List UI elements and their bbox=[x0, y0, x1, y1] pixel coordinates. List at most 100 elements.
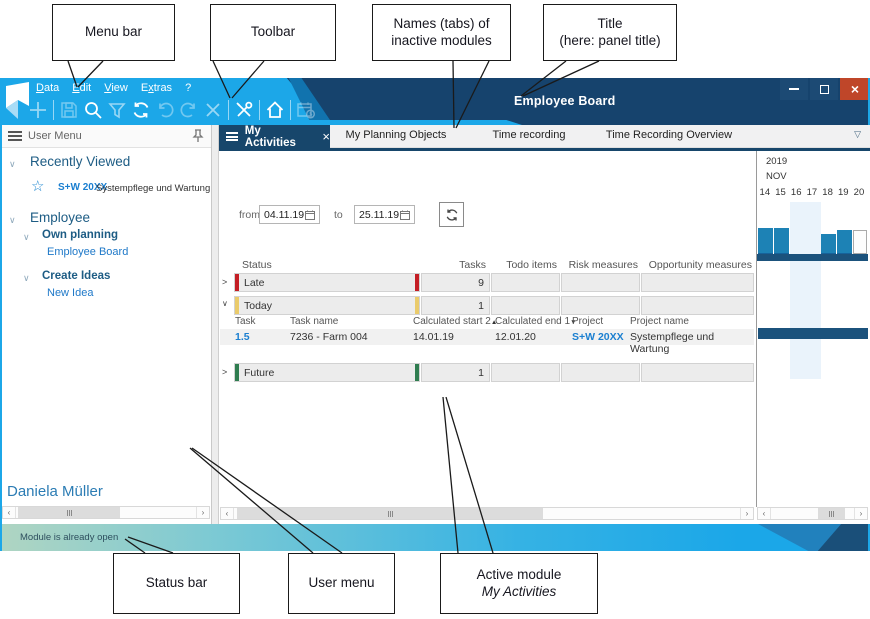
hamburger-icon[interactable] bbox=[8, 131, 22, 141]
tab-my-activities[interactable]: My Activities × bbox=[219, 125, 330, 149]
tab-time-recording-overview[interactable]: Time Recording Overview bbox=[605, 129, 733, 141]
from-date-value: 04.11.19 bbox=[264, 208, 305, 221]
tab-my-planning-objects[interactable]: My Planning Objects bbox=[345, 129, 447, 141]
recent-item-code[interactable]: S+W 20XX bbox=[58, 182, 108, 193]
refresh-button[interactable] bbox=[439, 202, 464, 227]
subcolumn-calculated-start[interactable]: Calculated start 2▲ bbox=[413, 316, 498, 327]
column-header-opportunity-measures[interactable]: Opportunity measures bbox=[648, 259, 752, 271]
to-date-value: 25.11.19 bbox=[359, 208, 400, 221]
scrollbar-thumb[interactable] bbox=[18, 507, 120, 518]
menu-item-view[interactable]: View bbox=[104, 81, 128, 94]
calendar-icon[interactable] bbox=[305, 210, 315, 220]
subcolumn-task-name[interactable]: Task name bbox=[290, 316, 339, 327]
home-icon[interactable] bbox=[263, 97, 287, 123]
calculated-start: 14.01.19 bbox=[413, 331, 454, 343]
status-color-bar bbox=[415, 364, 419, 381]
capacity-bar bbox=[758, 228, 773, 254]
expand-icon[interactable]: > bbox=[222, 277, 228, 287]
close-icon: × bbox=[850, 81, 860, 97]
expand-icon[interactable]: > bbox=[222, 367, 228, 377]
sort-asc-icon: ▲ bbox=[490, 319, 498, 326]
callout-inactive-tabs: Names (tabs) of inactive modules bbox=[372, 4, 511, 61]
close-tab-icon[interactable]: × bbox=[322, 129, 330, 144]
refresh-icon[interactable] bbox=[129, 97, 153, 123]
project-name: Systempflege und Wartung bbox=[630, 331, 715, 355]
sidebar-link-new-idea[interactable]: New Idea bbox=[47, 287, 94, 299]
chevron-down-icon[interactable]: ∨ bbox=[23, 273, 30, 283]
project-code[interactable]: S+W 20XX bbox=[572, 331, 624, 343]
menu-item-extras[interactable]: Extras bbox=[140, 81, 173, 94]
menu-item-data[interactable]: Data bbox=[36, 81, 60, 94]
filter-icon[interactable] bbox=[105, 97, 129, 123]
gantt-horizontal-scrollbar[interactable]: ‹ › bbox=[757, 507, 868, 520]
callout-user-menu-label: User menu bbox=[308, 575, 375, 591]
task-row[interactable]: 1.5 7236 - Farm 004 14.01.19 12.01.20 S+… bbox=[220, 329, 754, 355]
new-icon[interactable] bbox=[26, 97, 50, 123]
capacity-bar bbox=[821, 234, 836, 254]
pin-icon[interactable] bbox=[192, 129, 204, 148]
maximize-button[interactable] bbox=[810, 78, 838, 100]
tab-time-recording[interactable]: Time recording bbox=[492, 129, 566, 141]
hamburger-icon[interactable] bbox=[226, 132, 238, 141]
callout-title: Title (here: panel title) bbox=[543, 4, 677, 61]
chevron-down-icon[interactable]: ∨ bbox=[9, 215, 16, 225]
column-header-status[interactable]: Status bbox=[242, 259, 272, 271]
sidebar-group-create-ideas[interactable]: Create Ideas bbox=[42, 270, 111, 282]
scroll-left-arrow[interactable]: ‹ bbox=[221, 508, 234, 519]
callout-title-line2: (here: panel title) bbox=[559, 32, 661, 48]
table-horizontal-scrollbar[interactable]: ‹ › bbox=[220, 507, 754, 520]
gantt-task-bar[interactable] bbox=[758, 328, 868, 339]
scroll-right-arrow[interactable]: › bbox=[740, 508, 753, 519]
recent-item-text[interactable]: Systempflege und Wartung bbox=[96, 182, 211, 194]
weekend-highlight bbox=[790, 202, 821, 379]
subcolumn-project-name[interactable]: Project name bbox=[630, 316, 689, 327]
scroll-left-arrow[interactable]: ‹ bbox=[758, 508, 771, 519]
chevron-down-icon[interactable]: ∨ bbox=[23, 232, 30, 242]
subcolumn-task[interactable]: Task bbox=[235, 316, 256, 327]
save-icon[interactable] bbox=[57, 97, 81, 123]
sidebar-horizontal-scrollbar[interactable]: ‹ › bbox=[2, 506, 210, 519]
scrollbar-thumb[interactable] bbox=[237, 508, 543, 519]
status-group-row-future[interactable]: > Future 1 bbox=[219, 363, 754, 382]
subcolumn-calculated-end[interactable]: Calculated end 1▼ bbox=[495, 316, 577, 327]
sidebar-link-employee-board[interactable]: Employee Board bbox=[47, 246, 129, 258]
tools-icon[interactable] bbox=[232, 97, 256, 123]
subcolumn-project[interactable]: Project bbox=[572, 316, 604, 327]
sidebar-group-own-planning[interactable]: Own planning bbox=[42, 229, 119, 241]
close-button[interactable]: × bbox=[840, 78, 868, 100]
star-icon[interactable]: ☆ bbox=[31, 178, 45, 195]
gantt-day: 18 bbox=[822, 187, 833, 198]
column-header-todo-items[interactable]: Todo items bbox=[506, 259, 557, 271]
scroll-right-arrow[interactable]: › bbox=[196, 507, 209, 518]
collapse-icon[interactable]: ∨ bbox=[222, 299, 228, 308]
sidebar-section-employee[interactable]: Employee bbox=[30, 210, 91, 225]
menu-item-edit[interactable]: Edit bbox=[72, 81, 92, 94]
status-cell: Today bbox=[234, 296, 420, 315]
panel-splitter[interactable] bbox=[212, 125, 219, 524]
minimize-button[interactable] bbox=[780, 78, 808, 100]
scroll-right-arrow[interactable]: › bbox=[854, 508, 867, 519]
planning-calendar-icon[interactable] bbox=[294, 97, 318, 123]
tab-list-dropdown-icon[interactable]: ▽ bbox=[854, 129, 861, 139]
sidebar-section-recently-viewed[interactable]: Recently Viewed bbox=[30, 154, 131, 169]
delete-icon[interactable] bbox=[201, 97, 225, 123]
status-group-row-today[interactable]: ∨ Today 1 bbox=[219, 296, 754, 315]
callout-active-module: Active module My Activities bbox=[440, 553, 598, 614]
chevron-down-icon[interactable]: ∨ bbox=[9, 159, 16, 169]
column-header-tasks[interactable]: Tasks bbox=[459, 259, 486, 271]
to-date-input[interactable]: 25.11.19 bbox=[354, 205, 415, 224]
risk-measures-cell bbox=[561, 273, 640, 292]
callout-menu-bar-label: Menu bar bbox=[84, 24, 143, 40]
scroll-left-arrow[interactable]: ‹ bbox=[3, 507, 16, 518]
undo-icon[interactable] bbox=[153, 97, 177, 123]
search-icon[interactable] bbox=[81, 97, 105, 123]
from-date-input[interactable]: 04.11.19 bbox=[259, 205, 320, 224]
task-id[interactable]: 1.5 bbox=[235, 331, 250, 343]
status-group-row-late[interactable]: > Late 9 bbox=[219, 273, 754, 292]
calendar-icon[interactable] bbox=[400, 210, 410, 220]
scrollbar-thumb[interactable] bbox=[818, 508, 845, 519]
column-header-risk-measures[interactable]: Risk measures bbox=[568, 259, 638, 271]
menu-item-help[interactable]: ? bbox=[185, 81, 192, 94]
redo-icon[interactable] bbox=[177, 97, 201, 123]
gantt-day: 16 bbox=[790, 187, 802, 198]
